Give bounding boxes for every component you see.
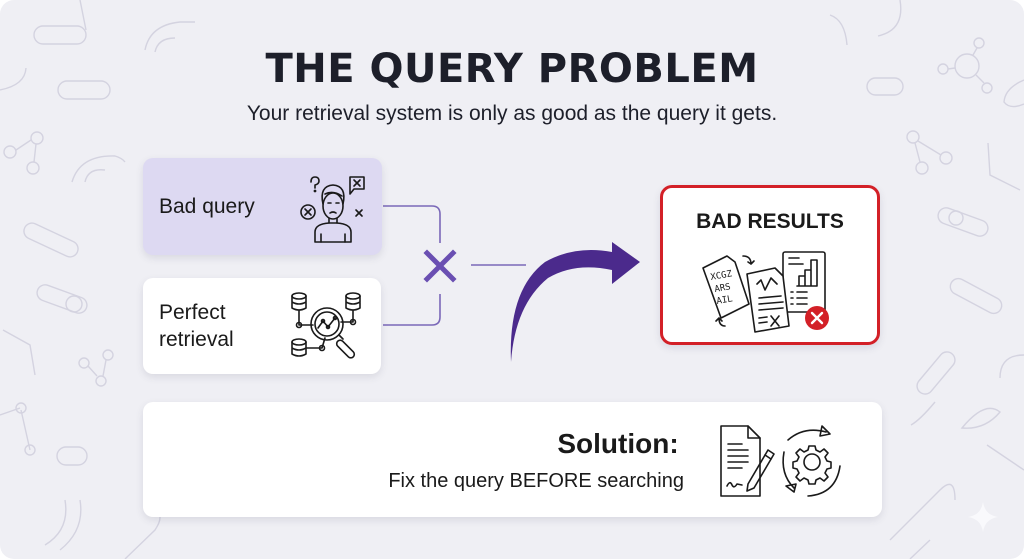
bad-query-label: Bad query [159,195,255,218]
perfect-retrieval-label: Perfect retrieval [159,301,234,351]
sparkle-icon [968,502,998,532]
data-search-icon [291,292,361,359]
bad-results-card: BAD RESULTS XCGZ ARS AIL [660,185,880,345]
bad-query-card: Bad query [143,158,382,255]
svg-text:AIL: AIL [716,294,734,307]
solution-title: Solution: [143,428,738,460]
svg-text:XCGZ: XCGZ [710,269,734,283]
gear-icon [792,445,832,485]
page-subtitle: Your retrieval system is only as good as… [246,102,778,125]
solution-text: Fix the query BEFORE searching [388,470,684,492]
jumbled-documents-icon: XCGZ ARS AIL [702,251,829,333]
edit-document-process-icon [720,425,841,497]
confused-person-icon [300,176,365,243]
bad-results-label: BAD RESULTS [696,210,844,233]
svg-text:ARS: ARS [714,282,732,295]
solution-card: Solution: Fix the query BEFORE searching [143,402,882,517]
perfect-retrieval-card: Perfect retrieval [143,278,381,374]
solution-title-text: Solution: [557,428,679,459]
page-title: THE QUERY PROBLEM [265,46,759,92]
